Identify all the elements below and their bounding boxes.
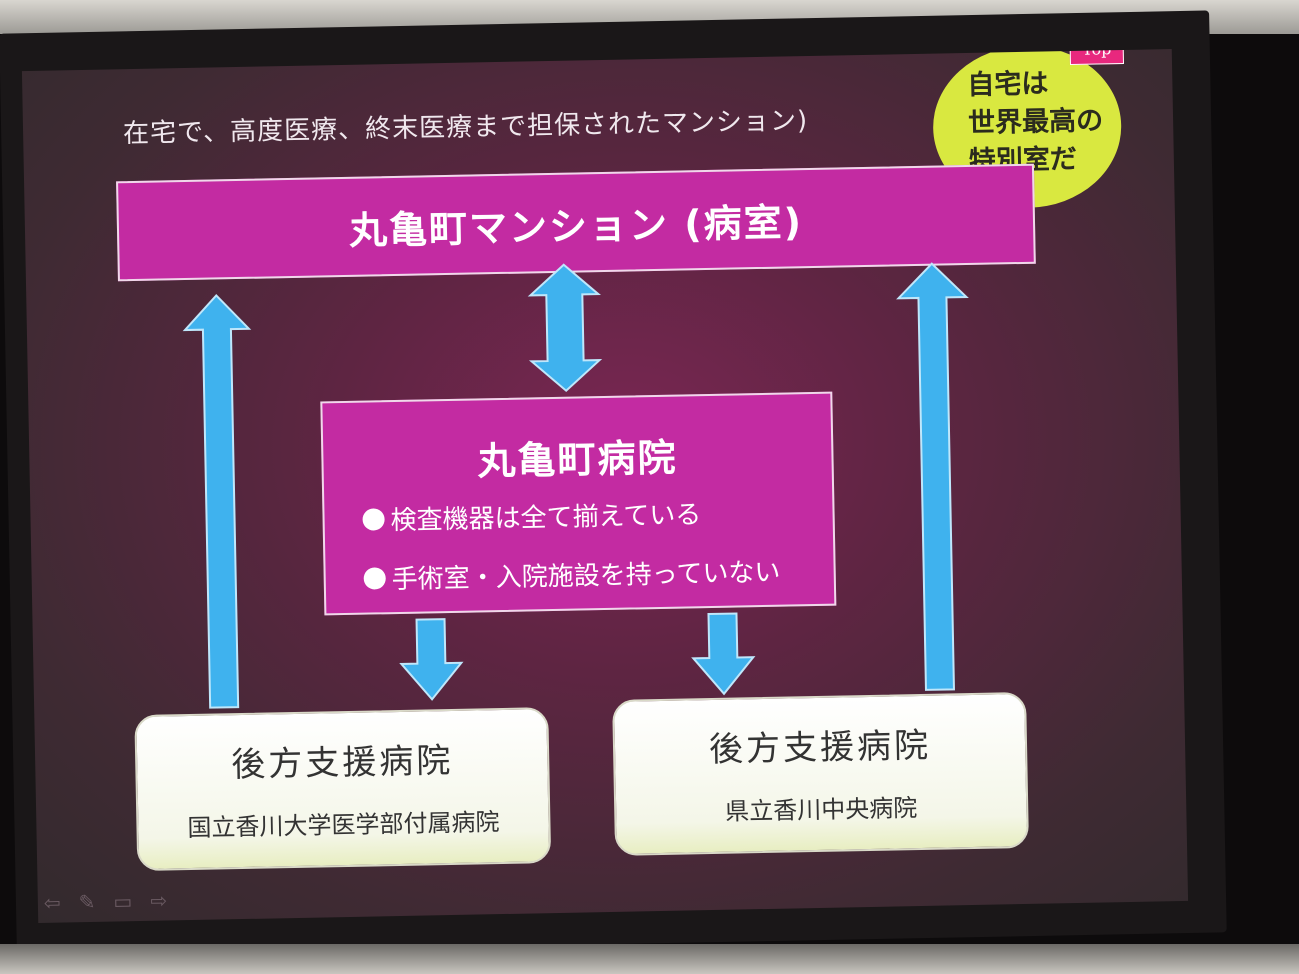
arrow-right-icon[interactable]: ⇨ [150, 888, 168, 913]
bullet-dot-icon [362, 507, 385, 531]
support-left-name: 国立香川大学医学部付属病院 [187, 808, 500, 843]
support-right-name: 県立香川中央病院 [725, 794, 918, 826]
slideshow-toolbar: ⇦ ✎ ▭ ⇨ [44, 888, 168, 914]
support-hospital-left: 後方支援病院 国立香川大学医学部付属病院 [134, 707, 552, 872]
bullet-item: 手術室・入院施設を持っていない [363, 552, 781, 597]
right-up-arrow [896, 262, 969, 691]
bullet-text: 検査機器は全て揃えている [390, 500, 702, 537]
center-double-arrow [527, 263, 603, 393]
bullet-text: 手術室・入院施設を持っていない [391, 557, 781, 596]
wall-bottom [0, 944, 1299, 974]
support-right-title: 後方支援病院 [708, 725, 932, 771]
bullet-item: 検査機器は全て揃えている [362, 493, 779, 538]
left-up-arrow [182, 293, 252, 709]
center-bullets: 検査機器は全て揃えている 手術室・入院施設を持っていない [362, 493, 781, 619]
slide: 在宅で、高度医療、終末医療まで担保されたマンション) 自宅は 世界最高の 特別室… [21, 49, 1189, 923]
marugame-hospital-box: 丸亀町病院 検査機器は全て揃えている 手術室・入院施設を持っていない [320, 391, 837, 619]
support-hospital-right: 後方支援病院 県立香川中央病院 [612, 691, 1030, 856]
flow-arrows [182, 262, 969, 709]
down-arrow-right [691, 612, 756, 696]
slides-icon[interactable]: ▭ [113, 889, 133, 914]
support-left-title: 後方支援病院 [230, 740, 454, 786]
down-arrow-left [399, 618, 464, 701]
pen-icon[interactable]: ✎ [78, 889, 96, 915]
bullet-dot-icon [363, 566, 386, 590]
arrow-left-icon[interactable]: ⇦ [43, 890, 61, 915]
center-title: 丸亀町病院 [477, 435, 678, 484]
